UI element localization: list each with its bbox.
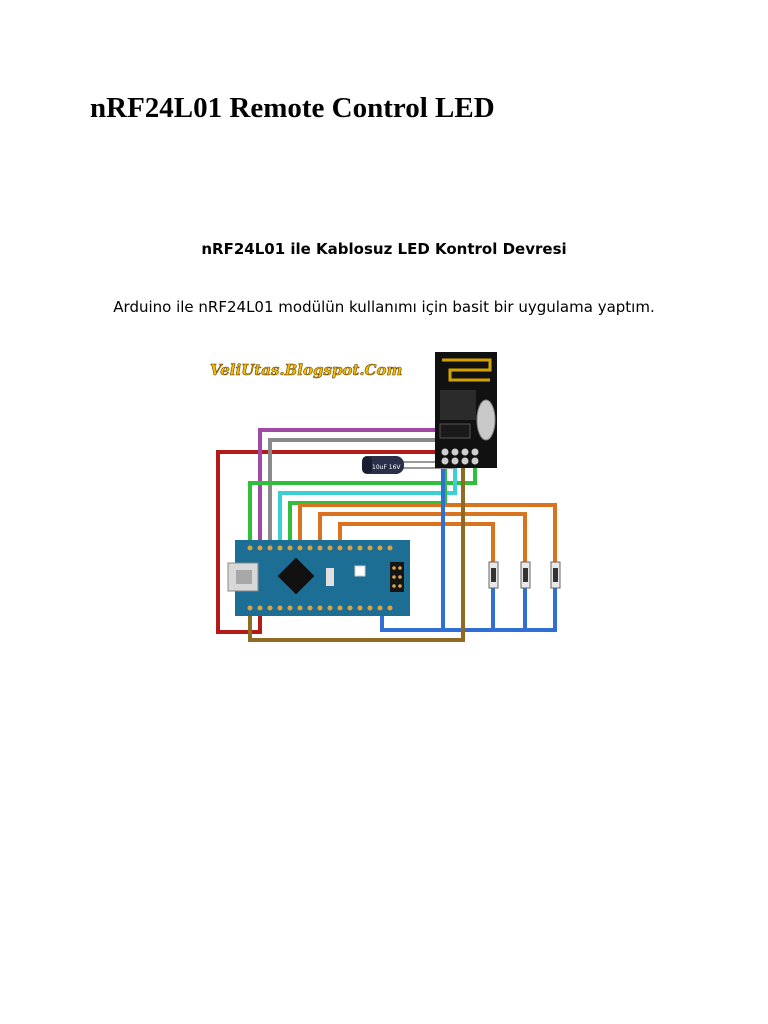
circuit-diagram: VeliUtas.Blogspot.Com 10uF 16V: [210, 352, 561, 642]
wire-orange-1: [298, 503, 557, 565]
capacitor-label: 10uF 16V: [372, 464, 401, 471]
arduino-nano-board: [227, 540, 410, 616]
wire-cyan: [278, 460, 457, 548]
section-heading: nRF24L01 ile Kablosuz LED Kontrol Devres…: [201, 240, 567, 258]
wire-orange-2: [318, 512, 527, 565]
watermark-text: VeliUtas.Blogspot.Com: [210, 361, 402, 379]
intro-paragraph: Arduino ile nRF24L01 modülün kullanımı i…: [113, 298, 655, 316]
push-buttons: [488, 561, 561, 589]
microcontroller-chip: [277, 557, 315, 595]
capacitor: 10uF 16V: [362, 456, 404, 474]
wire-blue: [380, 460, 557, 632]
wire-red: [216, 450, 440, 634]
page-title: nRF24L01 Remote Control LED: [90, 92, 495, 124]
nrf24l01-module: [435, 352, 497, 468]
wire-brown: [248, 460, 465, 642]
wire-orange-3: [338, 522, 495, 565]
